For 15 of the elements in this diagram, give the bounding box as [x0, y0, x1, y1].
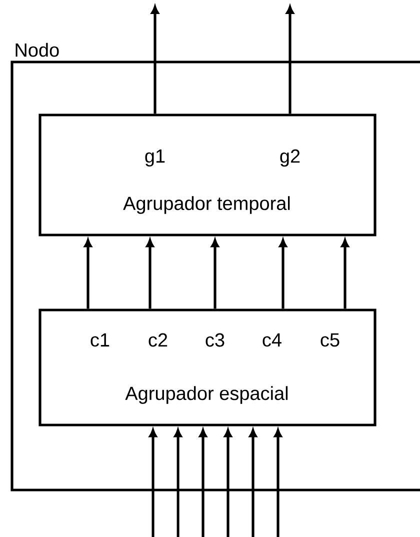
block-box: c1 c2 c3 c4 c5 Agrupador espacial	[38, 308, 376, 426]
arrow	[286, 6, 294, 114]
arrow	[249, 429, 257, 537]
arrow	[211, 239, 219, 309]
arrow	[279, 239, 287, 309]
block-box: g1 g2 Agrupador temporal	[38, 114, 376, 236]
arrow	[149, 429, 157, 537]
arrow	[274, 429, 282, 537]
arrow	[84, 239, 92, 309]
arrow	[174, 429, 182, 537]
arrow	[199, 429, 207, 537]
arrow	[151, 6, 159, 114]
arrow	[224, 429, 232, 537]
arrow	[146, 239, 154, 309]
arrow	[341, 239, 349, 309]
